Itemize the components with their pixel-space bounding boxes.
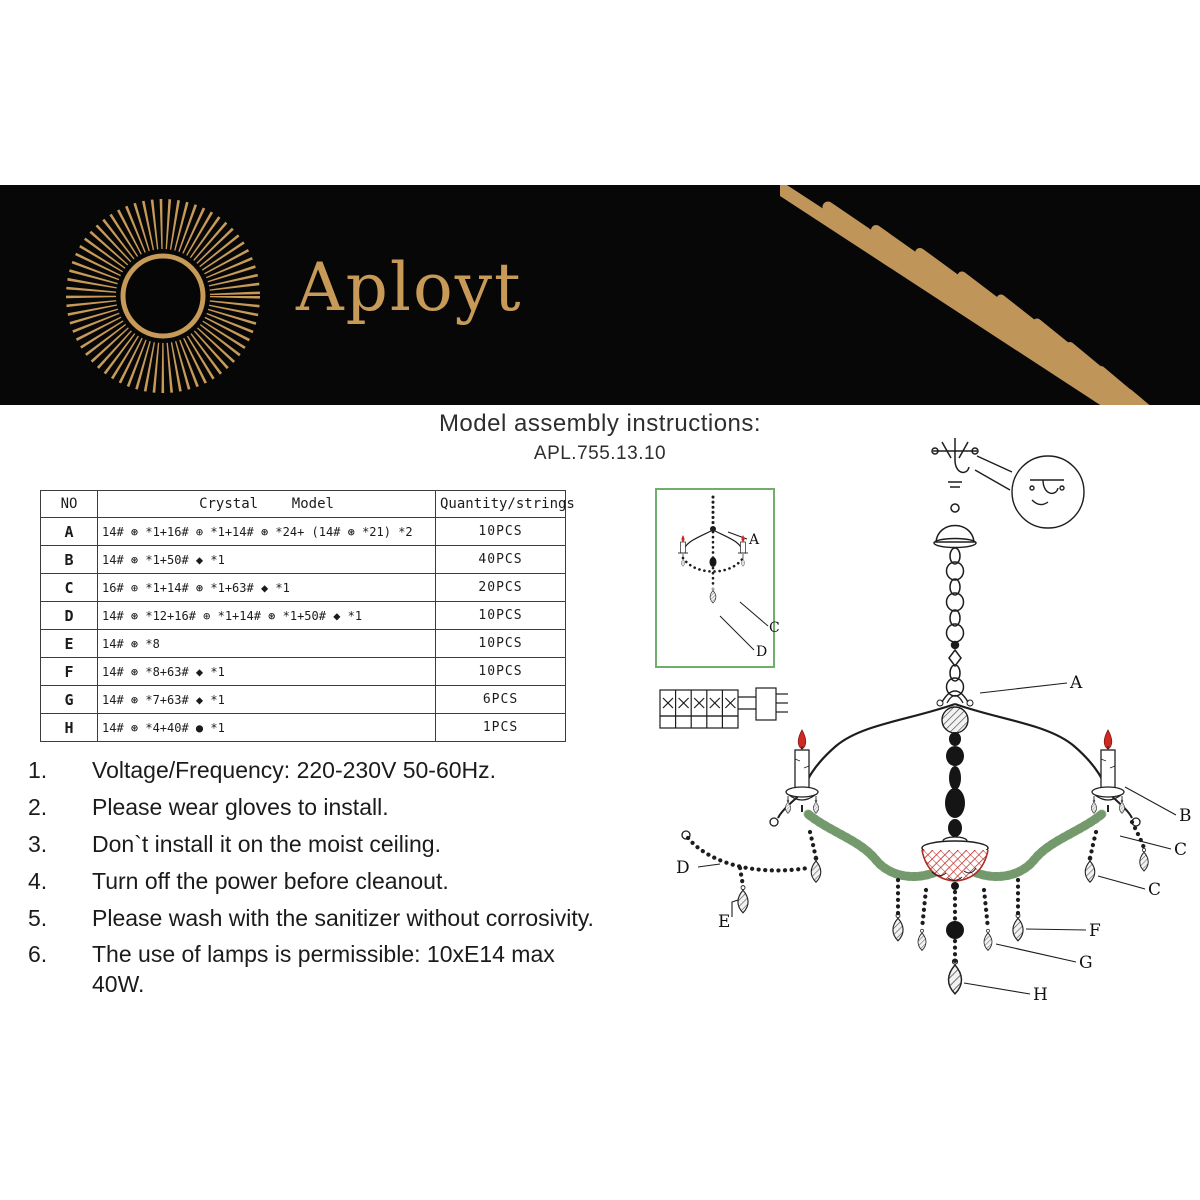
row-quantity: 1PCS (435, 713, 566, 742)
brand-banner: Aployt (0, 185, 1200, 405)
inset-diagram: A C D (655, 488, 780, 668)
canopy-and-chain (933, 503, 977, 697)
row-quantity: 20PCS (435, 573, 566, 602)
crystal-drop (1012, 913, 1024, 942)
note-item: 5. Please wash with the sanitizer withou… (28, 904, 606, 934)
row-no: H (40, 713, 98, 742)
page-title: Model assembly instructions: (438, 410, 762, 437)
parts-table: NO Crystal Model Quantity/strings A 14# … (40, 490, 575, 742)
row-quantity: 6PCS (435, 685, 566, 714)
table-row: E 14# ⊛ *8 10PCS (40, 629, 566, 658)
note-number: 4. (28, 867, 48, 894)
crystal-drop (737, 885, 749, 914)
table-row: B 14# ⊛ *1+50# ◆ *1 40PCS (40, 545, 566, 574)
note-number: 6. (28, 941, 48, 968)
note-item: 1. Voltage/Frequency: 220-230V 50-60Hz. (28, 756, 606, 786)
inset-callout-d: D (756, 644, 767, 660)
callout-a: A (1069, 673, 1083, 693)
row-model: 16# ⊕ *1+14# ⊛ *1+63# ◆ *1 (97, 573, 436, 602)
row-quantity: 10PCS (435, 629, 566, 658)
central-column (941, 706, 969, 846)
header-model: Crystal Model (97, 490, 436, 518)
note-number: 3. (28, 830, 48, 857)
note-item: 6. The use of lamps is permissible: 10xE… (28, 940, 606, 1000)
note-number: 1. (28, 757, 48, 783)
ceiling-mount (931, 438, 979, 488)
brand-name: Aployt (296, 249, 523, 326)
assembly-diagram: A B C C D E F G H (655, 438, 1192, 1005)
row-no: D (40, 601, 98, 630)
crystal-drop (1139, 847, 1149, 872)
table-row: C 16# ⊕ *1+14# ⊛ *1+63# ◆ *1 20PCS (40, 573, 566, 602)
row-quantity: 10PCS (435, 601, 566, 630)
header-quantity: Quantity/strings (435, 490, 575, 518)
callout-labels: A B C C D E F G H (676, 673, 1192, 1005)
row-quantity: 10PCS (435, 517, 566, 546)
inset-callout-a: A (748, 532, 760, 548)
table-row: D 14# ⊛ *12+16# ⊕ *1+14# ⊛ *1+50# ◆ *1 1… (40, 601, 566, 630)
row-model: 14# ⊛ *1+16# ⊕ *1+14# ⊛ *24+ (14# ⊛ *21)… (97, 517, 436, 546)
table-header-row: NO Crystal Model Quantity/strings (40, 490, 575, 518)
row-model: 14# ⊛ *8+63# ◆ *1 (97, 657, 436, 686)
title-block: Model assembly instructions: APL.755.13.… (0, 410, 1200, 465)
safety-notes: 1. Voltage/Frequency: 220-230V 50-60Hz. … (28, 756, 606, 1007)
table-row: G 14# ⊛ *7+63# ◆ *1 6PCS (40, 685, 566, 714)
table-row: H 14# ⊛ *4+40# ● *1 1PCS (40, 713, 566, 742)
garland-arms (803, 809, 1107, 881)
row-no: E (40, 629, 98, 658)
row-model: 14# ⊛ *1+50# ◆ *1 (97, 545, 436, 574)
row-no: G (40, 685, 98, 714)
left-swag-scroll (681, 830, 691, 840)
note-text: Don`t install it on the moist ceiling. (92, 830, 441, 857)
model-number: APL.755.13.10 (533, 443, 667, 464)
row-model: 14# ⊛ *12+16# ⊕ *1+14# ⊛ *1+50# ◆ *1 (97, 601, 436, 630)
row-no: F (40, 657, 98, 686)
row-no: C (40, 573, 98, 602)
callout-c1: C (1174, 840, 1187, 860)
callout-b: B (1179, 806, 1192, 826)
note-item: 4. Turn off the power before cleanout. (28, 867, 606, 897)
note-text: Please wash with the sanitizer without c… (92, 904, 594, 931)
row-model: 14# ⊛ *7+63# ◆ *1 (97, 685, 436, 714)
rays-decoration (780, 185, 1150, 405)
row-quantity: 40PCS (435, 545, 566, 574)
row-no: B (40, 545, 98, 574)
crystal-drop (983, 928, 993, 951)
note-text: Turn off the power before cleanout. (92, 867, 449, 894)
crystal-drop (892, 913, 904, 942)
row-quantity: 10PCS (435, 657, 566, 686)
header-no: NO (40, 490, 98, 518)
inset-callout-c: C (769, 620, 780, 636)
crystal-drop (810, 855, 822, 883)
table-row: A 14# ⊛ *1+16# ⊕ *1+14# ⊛ *24+ (14# ⊛ *2… (40, 517, 566, 546)
callout-g: G (1079, 953, 1093, 973)
crystal-drop (917, 928, 927, 951)
callout-c2: C (1148, 880, 1161, 900)
hook-detail-magnifier (974, 455, 1085, 529)
bead-strands (685, 819, 1147, 965)
note-item: 2. Please wear gloves to install. (28, 793, 606, 823)
bottom-ball (946, 921, 964, 939)
row-model: 14# ⊛ *4+40# ● *1 (97, 713, 436, 742)
note-text: The use of lamps is permissible: 10xE14 … (92, 941, 555, 998)
callout-f: F (1089, 921, 1101, 941)
leader-lines (697, 682, 1177, 995)
row-no: A (40, 517, 98, 546)
note-number: 5. (28, 904, 48, 931)
note-text: Please wear gloves to install. (92, 793, 389, 820)
note-text: Voltage/Frequency: 220-230V 50-60Hz. (92, 757, 497, 783)
sunburst-logo-icon (66, 199, 260, 393)
note-item: 3. Don`t install it on the moist ceiling… (28, 830, 606, 860)
callout-e: E (718, 912, 730, 932)
callout-h: H (1033, 985, 1048, 1005)
crystal-drop (947, 958, 963, 995)
note-number: 2. (28, 793, 48, 820)
table-row: F 14# ⊛ *8+63# ◆ *1 10PCS (40, 657, 566, 686)
crystal-bowl (921, 840, 989, 890)
row-model: 14# ⊛ *8 (97, 629, 436, 658)
wiring-diagram (659, 687, 788, 729)
crystal-drop (1084, 855, 1096, 883)
callout-d: D (676, 858, 690, 878)
